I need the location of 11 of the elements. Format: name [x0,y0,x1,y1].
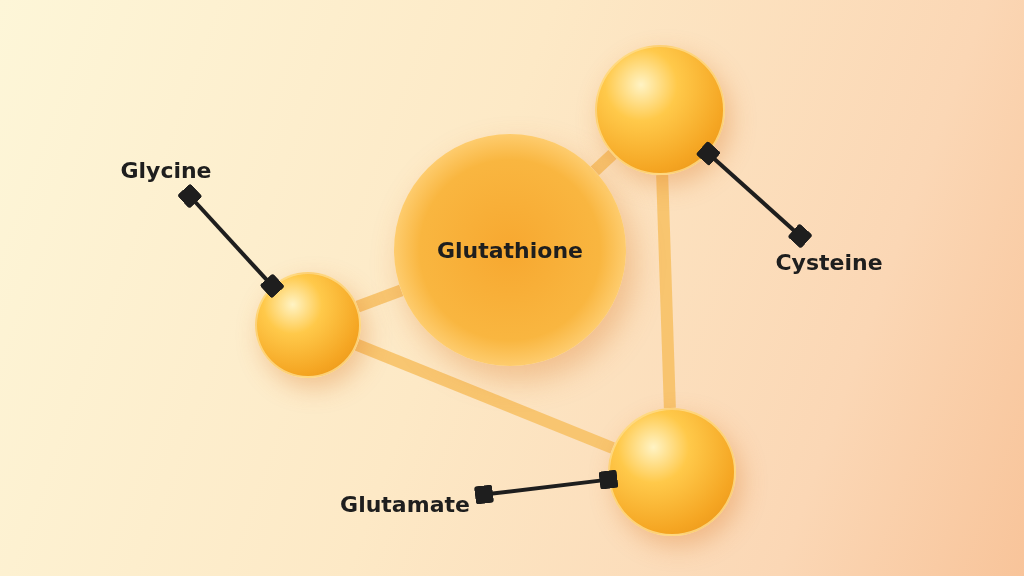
molecule-label: Cysteine [775,249,883,275]
leader-line [695,140,813,249]
leader-line [177,183,285,299]
bond-stick [656,174,676,409]
bond-stick [590,149,617,176]
molecule-label: Glycine [120,157,212,183]
sphere-label: Glutathione [436,237,583,263]
bond-stick [354,339,615,454]
leader-line [474,469,619,505]
bond-stick [355,284,404,313]
molecule-label: Glutamate [340,491,470,517]
